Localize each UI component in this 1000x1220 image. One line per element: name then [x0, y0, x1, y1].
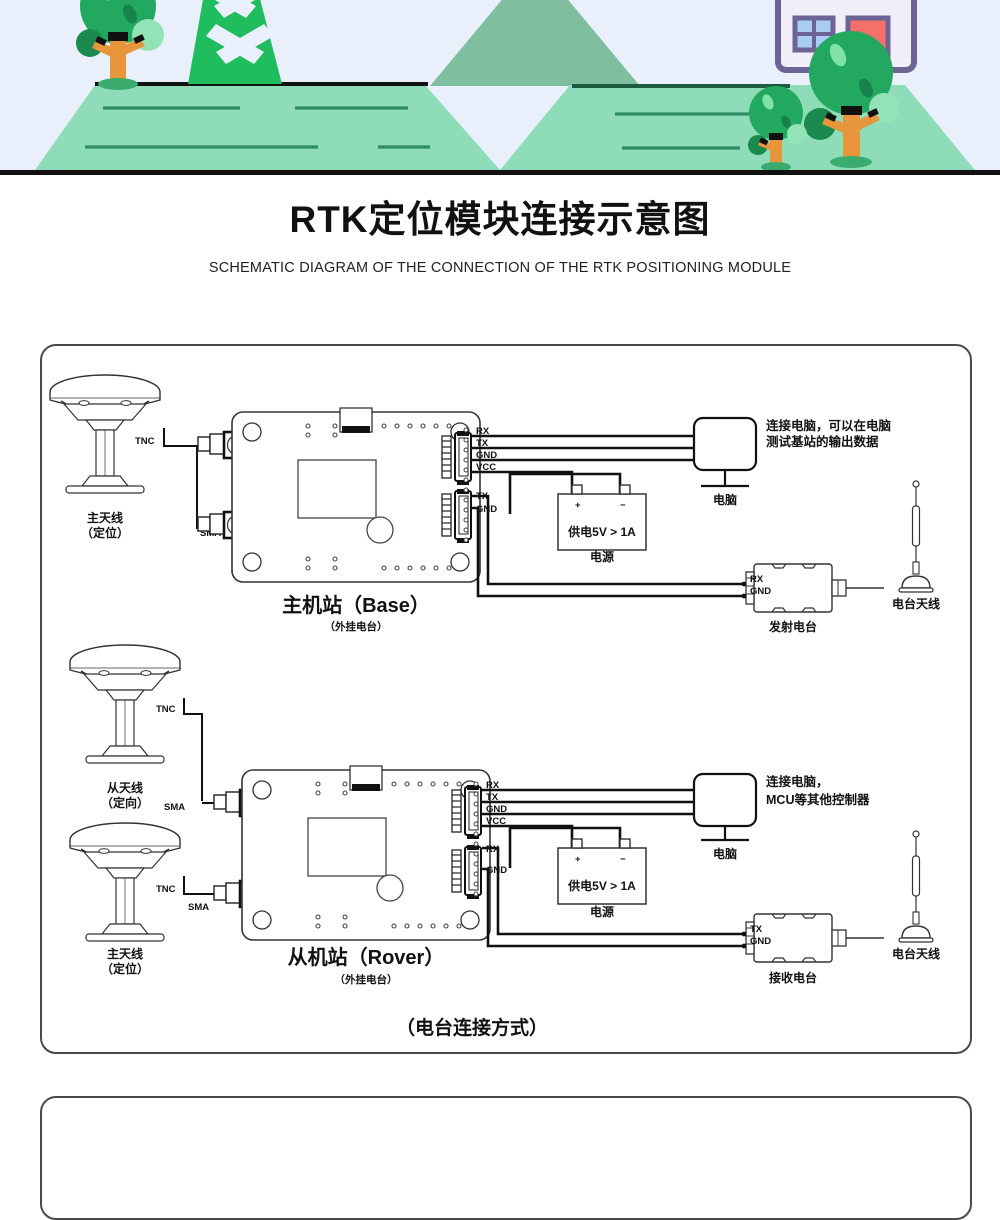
rover-slave-tnc: TNC [156, 704, 176, 715]
rover-pin-rx: RX [486, 780, 500, 791]
tree-icon-left [76, 0, 164, 90]
rover-pin-gnd: GND [486, 804, 507, 815]
hero-bottom-rule [0, 170, 1000, 175]
rover-gnd-power-wire [508, 826, 622, 868]
rover-slave-antenna-label1: 从天线 [107, 780, 143, 795]
rover-main-antenna-label2: （定位） [101, 961, 149, 976]
base-pin-gnd: GND [476, 450, 497, 461]
base-gnd-power-wire [508, 472, 622, 514]
rover-pin2-gnd: GND [486, 865, 507, 876]
base-pin-tx: TX [476, 438, 489, 449]
rover-radio-tx-dot [741, 931, 747, 937]
base-uart2-connector [441, 488, 472, 544]
base-uart-computer-wires [472, 434, 694, 462]
base-pin2-gnd: GND [476, 504, 497, 515]
rover-main-antenna-cable [183, 876, 214, 895]
ground-detail-lines [85, 106, 755, 150]
base-radio-antenna-label: 电台天线 [892, 596, 940, 611]
rtk-connection-diagram: 主天线 （定位） TNC SMA 主机站（Base） （外挂电台） RX TX … [49, 374, 940, 1039]
hero-scene [0, 0, 1000, 172]
secondary-panel [40, 1096, 972, 1220]
rover-board-subtitle: （外挂电台） [335, 973, 398, 986]
base-antenna-label-line2: （定位） [81, 525, 129, 540]
base-board-title: 主机站（Base） [282, 593, 430, 617]
rover-note-line2: MCU等其他控制器 [766, 792, 870, 807]
diagram-panel: 主天线 （定位） TNC SMA 主机站（Base） （外挂电台） RX TX … [40, 344, 972, 1054]
base-station-group: 主天线 （定位） TNC SMA 主机站（Base） （外挂电台） RX TX … [49, 374, 940, 634]
rover-power-label: 电源 [590, 904, 614, 919]
rover-power-spec: 供电5V > 1A [567, 878, 636, 893]
base-computer-icon [692, 416, 758, 472]
base-radio-pin-rx: RX [750, 574, 764, 585]
base-radio-rx-wire [472, 494, 742, 586]
base-power-minus: − [620, 500, 626, 511]
rover-radio-pin-tx: TX [750, 924, 763, 935]
rover-pin2-rx: RX [486, 844, 500, 855]
base-power-plus: + [575, 500, 581, 511]
base-radio-gnd-dot [741, 593, 747, 599]
diagram-caption: （电台连接方式） [396, 1016, 548, 1039]
base-power-supply [557, 484, 647, 551]
rover-main-sma: SMA [188, 902, 209, 913]
rover-computer-label: 电脑 [713, 846, 737, 861]
rover-radio-label: 接收电台 [769, 970, 817, 985]
ground-left [35, 85, 500, 170]
rover-radio-antenna [898, 830, 934, 943]
base-antenna-label-line1: 主天线 [87, 510, 123, 525]
page-subtitle: SCHEMATIC DIAGRAM OF THE CONNECTION OF T… [208, 260, 792, 277]
rover-note-line1: 连接电脑， [766, 774, 829, 789]
base-pin-vcc: VCC [476, 462, 496, 473]
base-tnc-label: TNC [135, 436, 155, 447]
rover-slave-antenna-cable [183, 698, 203, 801]
base-pad-holes [463, 427, 469, 543]
rover-power-minus: − [620, 854, 626, 865]
base-board-subtitle: （外挂电台） [325, 620, 388, 633]
rover-pad-holes [473, 781, 479, 897]
rover-radio-antenna-label: 电台天线 [892, 946, 940, 961]
base-main-antenna [49, 374, 161, 494]
rover-station-group: 从天线 （定向） TNC SMA 主天线 （定位） TNC SMA 从机站（Ro… [69, 644, 940, 986]
rover-radio-gnd-dot [741, 943, 747, 949]
page-title: RTK定位模块连接示意图 [289, 199, 711, 240]
base-radio-gnd-wire [472, 506, 742, 598]
rover-radio-pin-gnd: GND [750, 936, 771, 947]
rover-radio-gnd-wire [482, 867, 742, 948]
tree-icon-right-small [748, 86, 807, 172]
base-antenna-cable [163, 428, 198, 529]
base-power-spec: 供电5V > 1A [567, 524, 636, 539]
rover-uart-computer-wires [482, 788, 694, 816]
rover-main-antenna-label1: 主天线 [107, 946, 143, 961]
ground-right [500, 85, 975, 170]
base-computer-label: 电脑 [713, 492, 737, 507]
base-radio-rx-dot [741, 581, 747, 587]
mountain-shape [430, 0, 640, 86]
base-pin-rx: RX [476, 426, 490, 437]
base-radio-antenna [898, 480, 934, 593]
rover-slave-antenna-label2: （定向） [101, 795, 149, 810]
rover-board-title: 从机站（Rover） [288, 945, 445, 969]
rover-pin-tx: TX [486, 792, 499, 803]
base-note-line1: 连接电脑，可以在电脑 [766, 418, 892, 433]
base-radio-pin-gnd: GND [750, 586, 771, 597]
rover-power-supply [557, 838, 647, 905]
radio-tower-icon [188, 0, 282, 84]
base-radio-label: 发射电台 [768, 619, 817, 634]
tree-icon-right-large [804, 31, 899, 168]
title-block: RTK定位模块连接示意图 SCHEMATIC DIAGRAM OF THE CO… [0, 198, 1000, 276]
base-power-label: 电源 [590, 549, 614, 564]
base-note-line2: 测试基站的输出数据 [766, 434, 879, 449]
hero-illustration [0, 0, 1000, 172]
rover-main-tnc: TNC [156, 884, 176, 895]
rover-power-plus: + [575, 854, 581, 865]
rover-main-antenna [69, 822, 181, 942]
rover-pin-vcc: VCC [486, 816, 506, 827]
rover-computer-icon [692, 772, 758, 828]
rover-slave-sma: SMA [164, 802, 185, 813]
rover-radio-tx-wire [482, 846, 742, 936]
